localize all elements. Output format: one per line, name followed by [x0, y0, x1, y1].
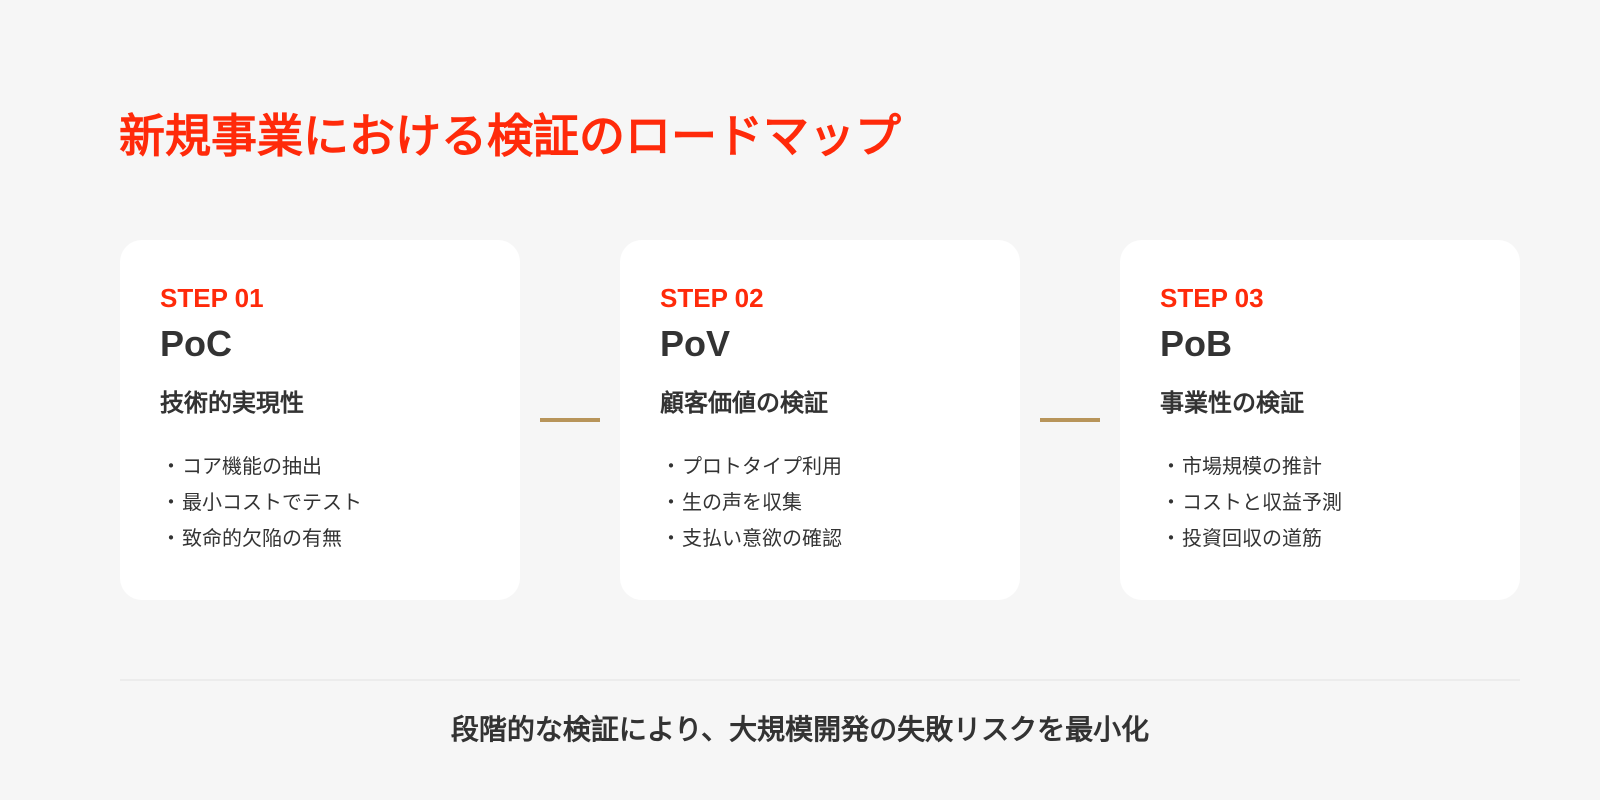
list-item: ・最小コストでテスト — [160, 484, 480, 520]
roadmap-steps: STEP 01 PoC 技術的実現性 ・コア機能の抽出 ・最小コストでテスト ・… — [120, 240, 1520, 600]
step-connector — [1040, 418, 1100, 422]
step-bullets: ・プロトタイプ利用 ・生の声を収集 ・支払い意欲の確認 — [660, 448, 980, 556]
step-card-pov: STEP 02 PoV 顧客価値の検証 ・プロトタイプ利用 ・生の声を収集 ・支… — [620, 240, 1020, 600]
bullet-icon: ・ — [661, 490, 681, 514]
step-label: STEP 01 — [160, 283, 264, 313]
bullet-text: プロトタイプ利用 — [682, 454, 842, 478]
bullet-text: コストと収益予測 — [1182, 490, 1342, 514]
list-item: ・コストと収益予測 — [1160, 484, 1480, 520]
step-bullets: ・コア機能の抽出 ・最小コストでテスト ・致命的欠陥の有無 — [160, 448, 480, 556]
list-item: ・支払い意欲の確認 — [660, 520, 980, 556]
step-connector — [540, 418, 600, 422]
step-name: PoB — [1160, 323, 1232, 364]
footer-summary: 段階的な検証により、大規模開発の失敗リスクを最小化 — [450, 713, 1150, 746]
bullet-icon: ・ — [1161, 454, 1181, 478]
bullet-icon: ・ — [661, 454, 681, 478]
page-title: 新規事業における検証のロードマップ — [119, 109, 901, 163]
list-item: ・コア機能の抽出 — [160, 448, 480, 484]
bullet-text: 致命的欠陥の有無 — [182, 526, 342, 550]
footer-divider — [120, 679, 1520, 681]
bullet-text: 最小コストでテスト — [182, 490, 362, 514]
step-subtitle: 技術的実現性 — [160, 389, 304, 417]
step-bullets: ・市場規模の推計 ・コストと収益予測 ・投資回収の道筋 — [1160, 448, 1480, 556]
bullet-icon: ・ — [161, 526, 181, 550]
step-label: STEP 02 — [660, 283, 764, 313]
bullet-text: 投資回収の道筋 — [1182, 526, 1322, 550]
bullet-icon: ・ — [661, 526, 681, 550]
list-item: ・生の声を収集 — [660, 484, 980, 520]
bullet-icon: ・ — [1161, 526, 1181, 550]
step-label: STEP 03 — [1160, 283, 1264, 313]
step-name: PoV — [660, 323, 731, 364]
list-item: ・致命的欠陥の有無 — [160, 520, 480, 556]
list-item: ・市場規模の推計 — [1160, 448, 1480, 484]
bullet-icon: ・ — [161, 490, 181, 514]
step-card-pob: STEP 03 PoB 事業性の検証 ・市場規模の推計 ・コストと収益予測 ・投… — [1120, 240, 1520, 600]
bullet-text: コア機能の抽出 — [182, 454, 322, 478]
list-item: ・投資回収の道筋 — [1160, 520, 1480, 556]
step-subtitle: 顧客価値の検証 — [660, 389, 828, 417]
step-name: PoC — [160, 323, 232, 364]
step-card-poc: STEP 01 PoC 技術的実現性 ・コア機能の抽出 ・最小コストでテスト ・… — [120, 240, 520, 600]
bullet-text: 生の声を収集 — [682, 490, 802, 514]
list-item: ・プロトタイプ利用 — [660, 448, 980, 484]
bullet-text: 市場規模の推計 — [1182, 454, 1322, 478]
bullet-text: 支払い意欲の確認 — [682, 526, 842, 550]
bullet-icon: ・ — [161, 454, 181, 478]
step-subtitle: 事業性の検証 — [1160, 389, 1304, 417]
bullet-icon: ・ — [1161, 490, 1181, 514]
